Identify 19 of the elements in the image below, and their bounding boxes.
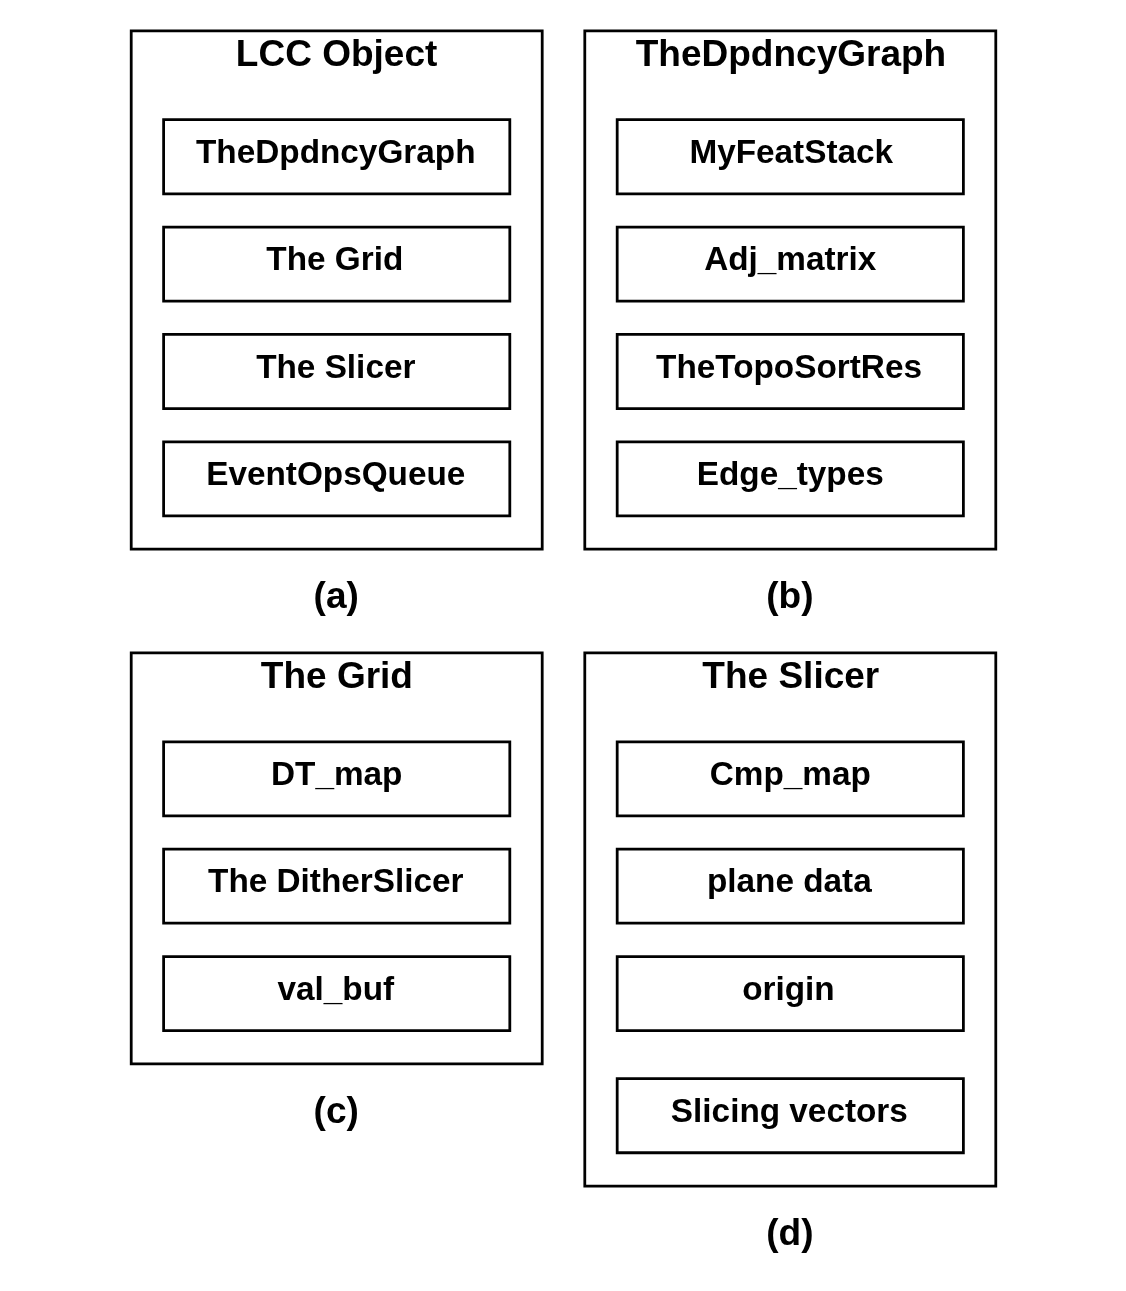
node-box: Edge_types bbox=[615, 440, 965, 518]
node-box: MyFeatStack bbox=[615, 118, 965, 196]
node-label: (d) bbox=[765, 1211, 813, 1254]
node-box: Cmp_map bbox=[615, 740, 965, 818]
node-box: TheDpdncyGraph bbox=[161, 118, 511, 196]
node-box: TheTopoSortRes bbox=[615, 333, 965, 410]
node-box: EventOpsQueue bbox=[161, 440, 511, 518]
node-box: val_buf bbox=[161, 955, 511, 1032]
node-label: (a) bbox=[313, 574, 359, 617]
node-box: plane data bbox=[615, 847, 965, 925]
node-box: The DitherSlicer bbox=[161, 847, 511, 925]
node-label: (b) bbox=[765, 574, 813, 617]
node-box: DT_map bbox=[161, 740, 511, 818]
node-box: Slicing vectors bbox=[615, 1077, 965, 1155]
node-box: origin bbox=[615, 955, 965, 1032]
node-label: (c) bbox=[313, 1089, 359, 1132]
node-box: The Grid bbox=[161, 225, 511, 303]
node-box: The Slicer bbox=[161, 333, 511, 410]
node-box: Adj_matrix bbox=[615, 225, 965, 303]
